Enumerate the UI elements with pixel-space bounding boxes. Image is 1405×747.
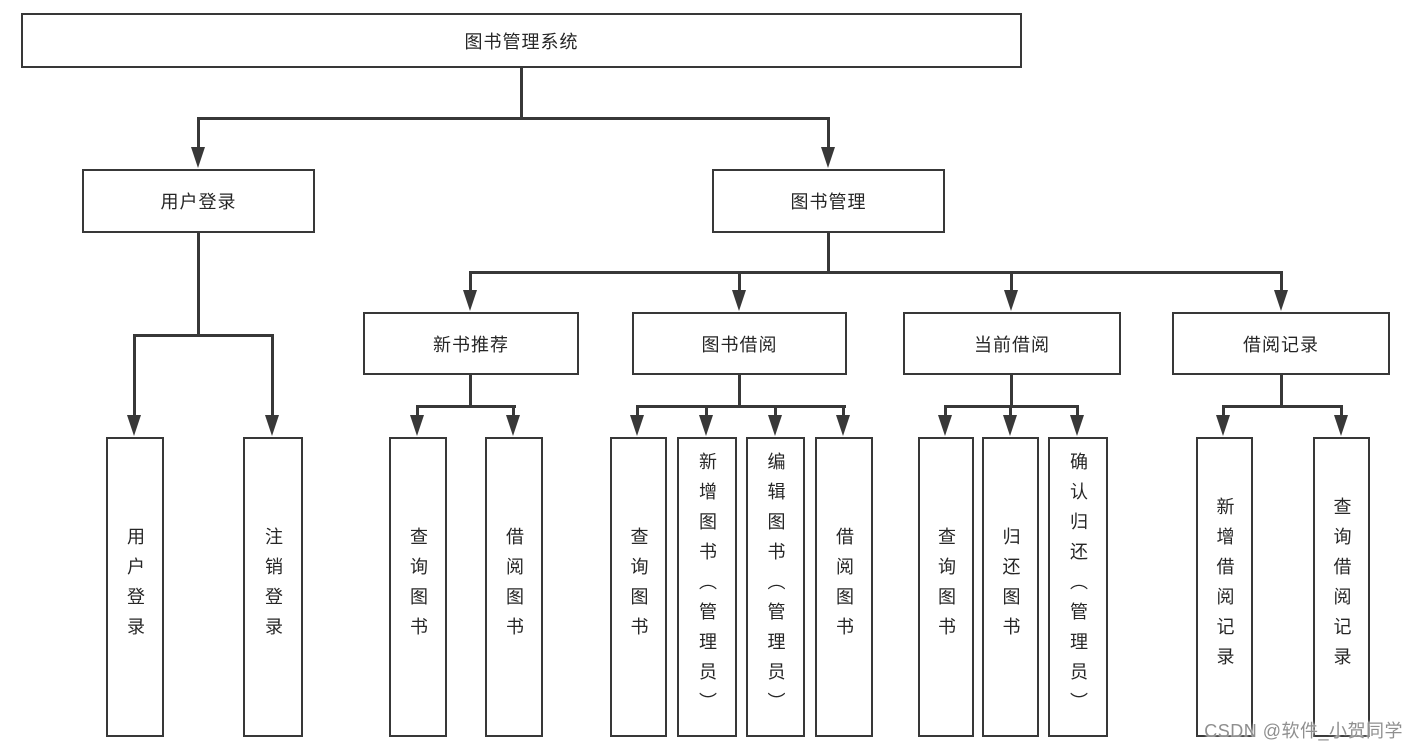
connector-line bbox=[774, 405, 777, 418]
leaf-add-borrow-record-label: 新增借阅记录 bbox=[1214, 497, 1235, 677]
connector-line bbox=[197, 117, 830, 120]
node-current-borrow: 当前借阅 bbox=[903, 312, 1121, 375]
connector-line bbox=[827, 233, 830, 274]
connector-line bbox=[469, 271, 472, 293]
leaf-return-book: 归还图书 bbox=[982, 437, 1039, 737]
arrow-down-icon bbox=[699, 415, 713, 436]
node-user-login: 用户登录 bbox=[82, 169, 315, 233]
csdn-watermark: CSDN @软件_小贺同学 bbox=[1204, 721, 1403, 741]
connector-line bbox=[1076, 405, 1079, 418]
arrow-down-icon bbox=[1004, 290, 1018, 311]
arrow-down-icon bbox=[1070, 415, 1084, 436]
connector-line bbox=[1009, 405, 1012, 418]
connector-line bbox=[469, 271, 1283, 274]
connector-line bbox=[133, 334, 136, 418]
arrow-down-icon bbox=[732, 290, 746, 311]
leaf-add-book-admin: 新增图书（管理员） bbox=[677, 437, 737, 737]
connector-line bbox=[738, 375, 741, 408]
connector-line bbox=[1280, 375, 1283, 408]
leaf-query-book-recommend-label: 查询图书 bbox=[408, 527, 428, 647]
node-book-borrow-label: 图书借阅 bbox=[701, 334, 778, 355]
leaf-add-borrow-record: 新增借阅记录 bbox=[1196, 437, 1253, 737]
leaf-user-login-label: 用户登录 bbox=[125, 527, 145, 647]
connector-line bbox=[827, 117, 830, 151]
leaf-borrow-book-recommend: 借阅图书 bbox=[485, 437, 543, 737]
connector-line bbox=[197, 233, 200, 337]
leaf-query-book-recommend: 查询图书 bbox=[389, 437, 447, 737]
connector-line bbox=[944, 405, 947, 418]
leaf-borrow-book-recommend-label: 借阅图书 bbox=[504, 527, 524, 647]
connector-line bbox=[1010, 271, 1013, 293]
arrow-down-icon bbox=[410, 415, 424, 436]
arrow-down-icon bbox=[265, 415, 279, 436]
arrow-down-icon bbox=[1274, 290, 1288, 311]
connector-line bbox=[738, 271, 741, 293]
arrow-down-icon bbox=[836, 415, 850, 436]
connector-line bbox=[416, 405, 516, 408]
leaf-edit-book-admin-label: 编辑图书（管理员） bbox=[765, 452, 786, 722]
node-root: 图书管理系统 bbox=[21, 13, 1022, 68]
leaf-user-login: 用户登录 bbox=[106, 437, 164, 737]
connector-line bbox=[416, 405, 419, 418]
connector-line bbox=[842, 405, 845, 418]
connector-line bbox=[133, 334, 274, 337]
leaf-query-book-borrow: 查询图书 bbox=[610, 437, 667, 737]
arrow-down-icon bbox=[1334, 415, 1348, 436]
leaf-edit-book-admin: 编辑图书（管理员） bbox=[746, 437, 805, 737]
node-borrow-records: 借阅记录 bbox=[1172, 312, 1390, 375]
connector-line bbox=[1010, 375, 1013, 408]
node-user-login-label: 用户登录 bbox=[160, 192, 237, 212]
node-new-book-recommend-label: 新书推荐 bbox=[433, 334, 509, 355]
connector-line bbox=[469, 375, 472, 408]
arrow-down-icon bbox=[630, 415, 644, 436]
connector-line bbox=[636, 405, 639, 418]
leaf-query-book-current-label: 查询图书 bbox=[936, 527, 956, 647]
node-borrow-records-label: 借阅记录 bbox=[1243, 334, 1319, 355]
arrow-down-icon bbox=[1003, 415, 1017, 436]
connector-line bbox=[636, 405, 846, 408]
leaf-query-book-current: 查询图书 bbox=[918, 437, 974, 737]
connector-line bbox=[512, 405, 515, 418]
leaf-confirm-return-admin-label: 确认归还（管理员） bbox=[1068, 452, 1088, 722]
connector-line bbox=[1340, 405, 1343, 418]
connector-line bbox=[1222, 405, 1343, 408]
connector-line bbox=[520, 68, 523, 119]
node-new-book-recommend: 新书推荐 bbox=[363, 312, 579, 375]
leaf-add-book-admin-label: 新增图书（管理员） bbox=[697, 452, 717, 722]
leaf-query-book-borrow-label: 查询图书 bbox=[628, 527, 649, 647]
arrow-down-icon bbox=[1216, 415, 1230, 436]
arrow-down-icon bbox=[938, 415, 952, 436]
arrow-down-icon bbox=[506, 415, 520, 436]
leaf-logout-label: 注销登录 bbox=[263, 527, 283, 647]
leaf-borrow-book-label: 借阅图书 bbox=[834, 527, 854, 647]
connector-line bbox=[271, 334, 274, 418]
arrow-down-icon bbox=[191, 147, 205, 168]
node-root-label: 图书管理系统 bbox=[464, 31, 579, 52]
leaf-return-book-label: 归还图书 bbox=[1000, 527, 1021, 647]
connector-line bbox=[1222, 405, 1225, 418]
connector-line bbox=[1280, 271, 1283, 293]
node-book-management: 图书管理 bbox=[712, 169, 945, 233]
node-book-borrow: 图书借阅 bbox=[632, 312, 847, 375]
node-current-borrow-label: 当前借阅 bbox=[974, 334, 1050, 355]
leaf-query-borrow-record: 查询借阅记录 bbox=[1313, 437, 1370, 737]
leaf-borrow-book: 借阅图书 bbox=[815, 437, 873, 737]
node-book-management-label: 图书管理 bbox=[790, 192, 867, 212]
arrow-down-icon bbox=[127, 415, 141, 436]
leaf-query-borrow-record-label: 查询借阅记录 bbox=[1331, 497, 1352, 677]
arrow-down-icon bbox=[821, 147, 835, 168]
connector-line bbox=[705, 405, 708, 418]
leaf-confirm-return-admin: 确认归还（管理员） bbox=[1048, 437, 1108, 737]
arrow-down-icon bbox=[768, 415, 782, 436]
arrow-down-icon bbox=[463, 290, 477, 311]
connector-line bbox=[197, 117, 200, 151]
leaf-logout: 注销登录 bbox=[243, 437, 303, 737]
